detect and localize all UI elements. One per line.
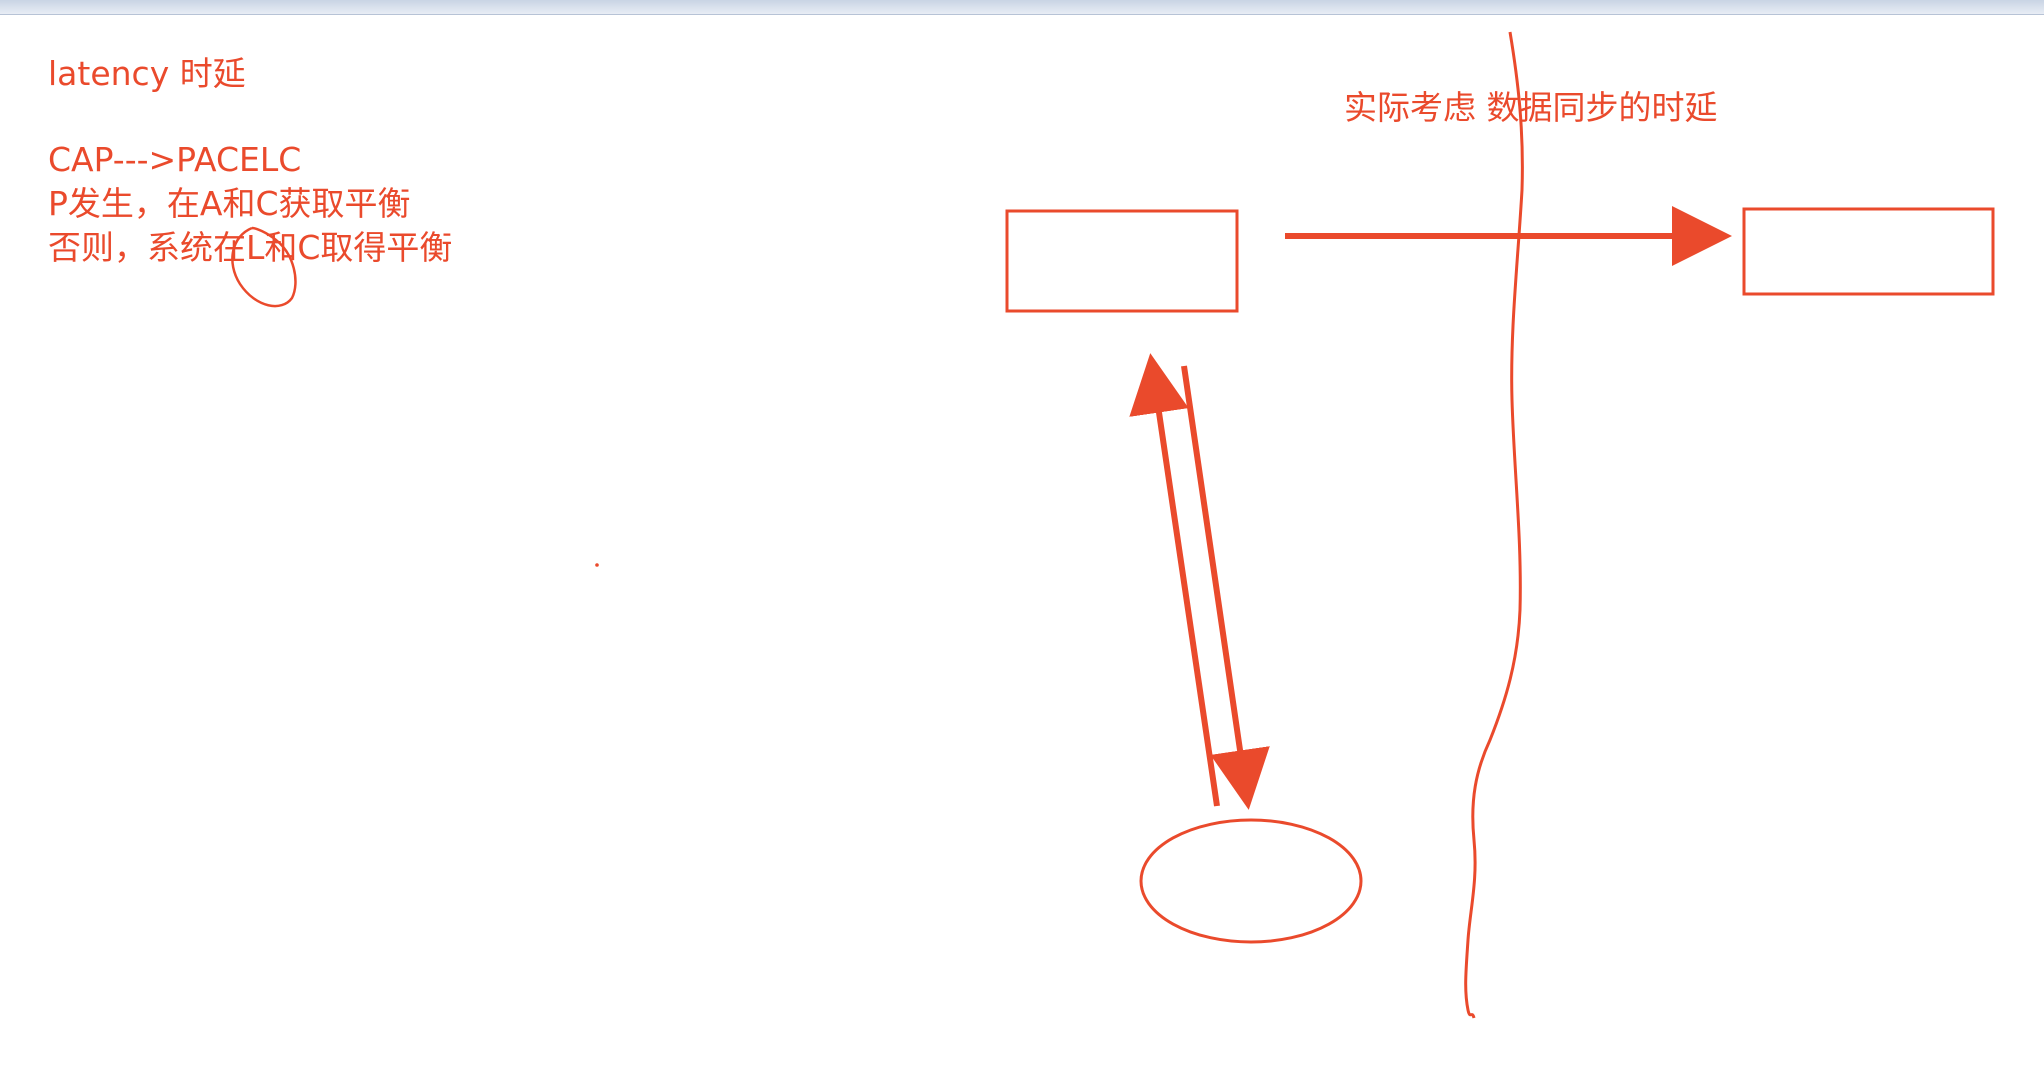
- partition-balance-note: P发生，在A和C获取平衡: [48, 184, 411, 223]
- client-ellipse: [1139, 818, 1363, 944]
- sync-delay-note: 实际考虑 数据同步的时延: [1344, 88, 1718, 127]
- window-title-bar: [0, 0, 2044, 15]
- else-balance-note: 否则，系统在L和C取得平衡: [48, 228, 453, 267]
- server-box-left: [1005, 209, 1239, 313]
- cap-pacelc-note: CAP--->PACELC: [48, 140, 302, 179]
- server-box-right: [1742, 207, 1995, 296]
- handdrawn-circle-mark: [231, 226, 297, 308]
- request-arrow: [1129, 353, 1220, 807]
- partition-divider-line: [1464, 31, 1524, 1019]
- response-arrow: [1181, 365, 1270, 810]
- latency-note: latency 时延: [48, 54, 246, 93]
- stray-dot: [595, 563, 599, 567]
